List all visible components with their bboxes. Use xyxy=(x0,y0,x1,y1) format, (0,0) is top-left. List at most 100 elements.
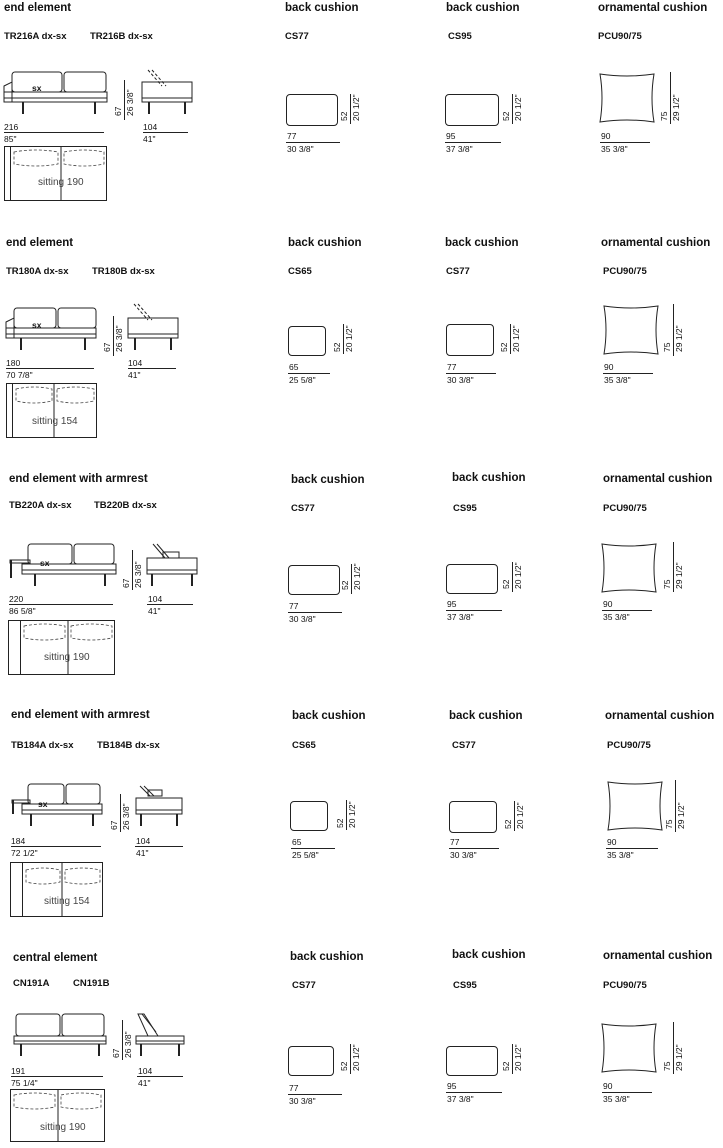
height-cm: 67 xyxy=(111,1048,121,1058)
model-code-a: TB220A dx-sx xyxy=(9,500,72,511)
height-cm: 67 xyxy=(109,820,119,830)
sitting-label: sitting 190 xyxy=(40,1122,86,1133)
cushion-height-line xyxy=(351,564,352,594)
depth-in: 41" xyxy=(128,370,141,380)
section-2: end element with armrest TB220A dx-sx TB… xyxy=(0,472,723,708)
sofa-plan-view xyxy=(4,146,107,201)
sofa-front-view xyxy=(11,783,103,826)
cushion-width-cm: 90 xyxy=(603,1081,613,1091)
cushion-height-line xyxy=(510,324,511,354)
cushion-width-line xyxy=(288,612,342,613)
cushion-code: CS77 xyxy=(446,266,470,277)
height-dim-line xyxy=(132,550,133,590)
cushion-height-line xyxy=(512,562,513,592)
width-cm: 184 xyxy=(11,836,26,846)
width-dim-line xyxy=(11,846,101,847)
depth-dim-line xyxy=(143,132,188,133)
cushion-title: back cushion xyxy=(288,237,362,249)
ornamental-cushion-shape xyxy=(601,543,657,593)
cushion-width-cm: 65 xyxy=(292,837,302,847)
depth-cm: 104 xyxy=(143,122,158,132)
side-label: sx xyxy=(32,83,42,93)
ornamental-cushion-shape xyxy=(607,781,663,831)
cushion-height-in: 20 1/2" xyxy=(347,801,357,828)
depth-cm: 104 xyxy=(136,836,151,846)
depth-in: 41" xyxy=(136,848,149,858)
cushion-width-line xyxy=(606,848,658,849)
cushion-width-cm: 65 xyxy=(289,362,299,372)
cushion-height-cm: 52 xyxy=(340,580,350,590)
cushion-code: CS77 xyxy=(452,740,476,751)
back-cushion-shape xyxy=(286,94,338,126)
width-in: 72 1/2" xyxy=(11,848,38,858)
cushion-title: back cushion xyxy=(285,2,359,14)
cushion-width-in: 35 3/8" xyxy=(604,375,631,385)
cushion-width-in: 30 3/8" xyxy=(450,850,477,860)
cushion-width-cm: 77 xyxy=(289,601,299,611)
cushion-code: PCU90/75 xyxy=(603,503,647,514)
cushion-code: CS77 xyxy=(292,980,316,991)
back-cushion-shape xyxy=(288,1046,334,1076)
section-title: end element xyxy=(4,2,72,14)
cushion-height-line xyxy=(670,72,671,124)
cushion-height-in: 29 1/2" xyxy=(671,94,681,121)
cushion-height-in: 20 1/2" xyxy=(513,94,523,121)
cushion-width-in: 37 3/8" xyxy=(446,144,473,154)
sofa-side-view xyxy=(135,785,183,826)
back-cushion-shape xyxy=(446,1046,498,1076)
sofa-plan-view xyxy=(6,383,97,438)
cushion-width-line xyxy=(449,848,499,849)
cushion-title: back cushion xyxy=(292,710,366,722)
cushion-height-cm: 75 xyxy=(659,111,669,121)
cushion-width-in: 30 3/8" xyxy=(289,614,316,624)
cushion-title: ornamental cushion xyxy=(598,2,708,14)
cushion-height-in: 20 1/2" xyxy=(352,563,362,590)
cushion-width-cm: 77 xyxy=(289,1083,299,1093)
cushion-title: back cushion xyxy=(446,2,520,14)
cushion-height-line xyxy=(350,94,351,124)
sitting-label: sitting 190 xyxy=(38,177,84,188)
depth-dim-line xyxy=(137,1076,183,1077)
sofa-plan-view xyxy=(10,862,103,917)
cushion-height-cm: 52 xyxy=(501,111,511,121)
back-cushion-shape xyxy=(446,324,494,356)
cushion-height-cm: 52 xyxy=(501,1061,511,1071)
cushion-code: CS65 xyxy=(288,266,312,277)
cushion-title: back cushion xyxy=(452,949,526,961)
cushion-title: back cushion xyxy=(445,237,519,249)
side-label: sx xyxy=(32,320,42,330)
cushion-height-cm: 52 xyxy=(339,1061,349,1071)
depth-dim-line xyxy=(128,368,176,369)
cushion-width-line xyxy=(445,142,501,143)
cushion-width-cm: 77 xyxy=(447,362,457,372)
side-label: sx xyxy=(38,799,48,809)
width-in: 86 5/8" xyxy=(9,606,36,616)
cushion-height-in: 20 1/2" xyxy=(515,802,525,829)
cushion-height-cm: 52 xyxy=(501,579,511,589)
height-cm: 67 xyxy=(102,342,112,352)
depth-cm: 104 xyxy=(128,358,143,368)
cushion-width-line xyxy=(602,1092,652,1093)
cushion-height-line xyxy=(343,324,344,354)
width-dim-line xyxy=(6,368,94,369)
cushion-width-in: 35 3/8" xyxy=(601,144,628,154)
cushion-code: CS77 xyxy=(285,31,309,42)
section-title: central element xyxy=(13,952,98,964)
sofa-front-view xyxy=(3,71,108,114)
cushion-width-line xyxy=(291,848,335,849)
cushion-width-cm: 90 xyxy=(607,837,617,847)
cushion-height-line xyxy=(673,304,674,356)
section-1: end element TR180A dx-sx TR180B dx-sx sx… xyxy=(0,236,723,472)
width-cm: 191 xyxy=(11,1066,26,1076)
cushion-width-line xyxy=(446,373,496,374)
sitting-label: sitting 154 xyxy=(32,416,78,427)
height-dim-line xyxy=(113,316,114,356)
section-4: central element CN191A CN191B 67 26 3/8"… xyxy=(0,946,723,1148)
sofa-front-view xyxy=(13,1013,107,1056)
cushion-code: PCU90/75 xyxy=(598,31,642,42)
cushion-width-cm: 95 xyxy=(447,1081,457,1091)
cushion-title: ornamental cushion xyxy=(603,473,713,485)
cushion-title: back cushion xyxy=(290,951,364,963)
width-dim-line xyxy=(11,1076,103,1077)
sofa-side-view xyxy=(141,69,193,114)
